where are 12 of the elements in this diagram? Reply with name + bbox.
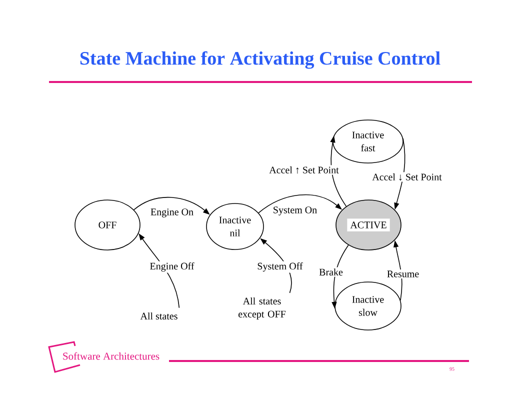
edge-label: Brake — [318, 267, 344, 277]
text-label: All states except OFF — [238, 297, 286, 320]
edge-label: Engine Off — [148, 261, 196, 273]
footer-text: Software Architectures — [63, 352, 160, 360]
edge-label: System Off — [256, 261, 304, 273]
title: State Machine for Activating Cruise Control — [80, 51, 440, 69]
text-label: All states — [140, 312, 178, 320]
edge-label: Accel ↓ Set Point — [370, 172, 444, 182]
edge-label: Resume — [386, 269, 420, 279]
edge-label: Engine On — [149, 207, 195, 219]
edge-label: System On — [272, 205, 318, 217]
edge-label: Accel ↑ Set Point — [268, 165, 340, 175]
